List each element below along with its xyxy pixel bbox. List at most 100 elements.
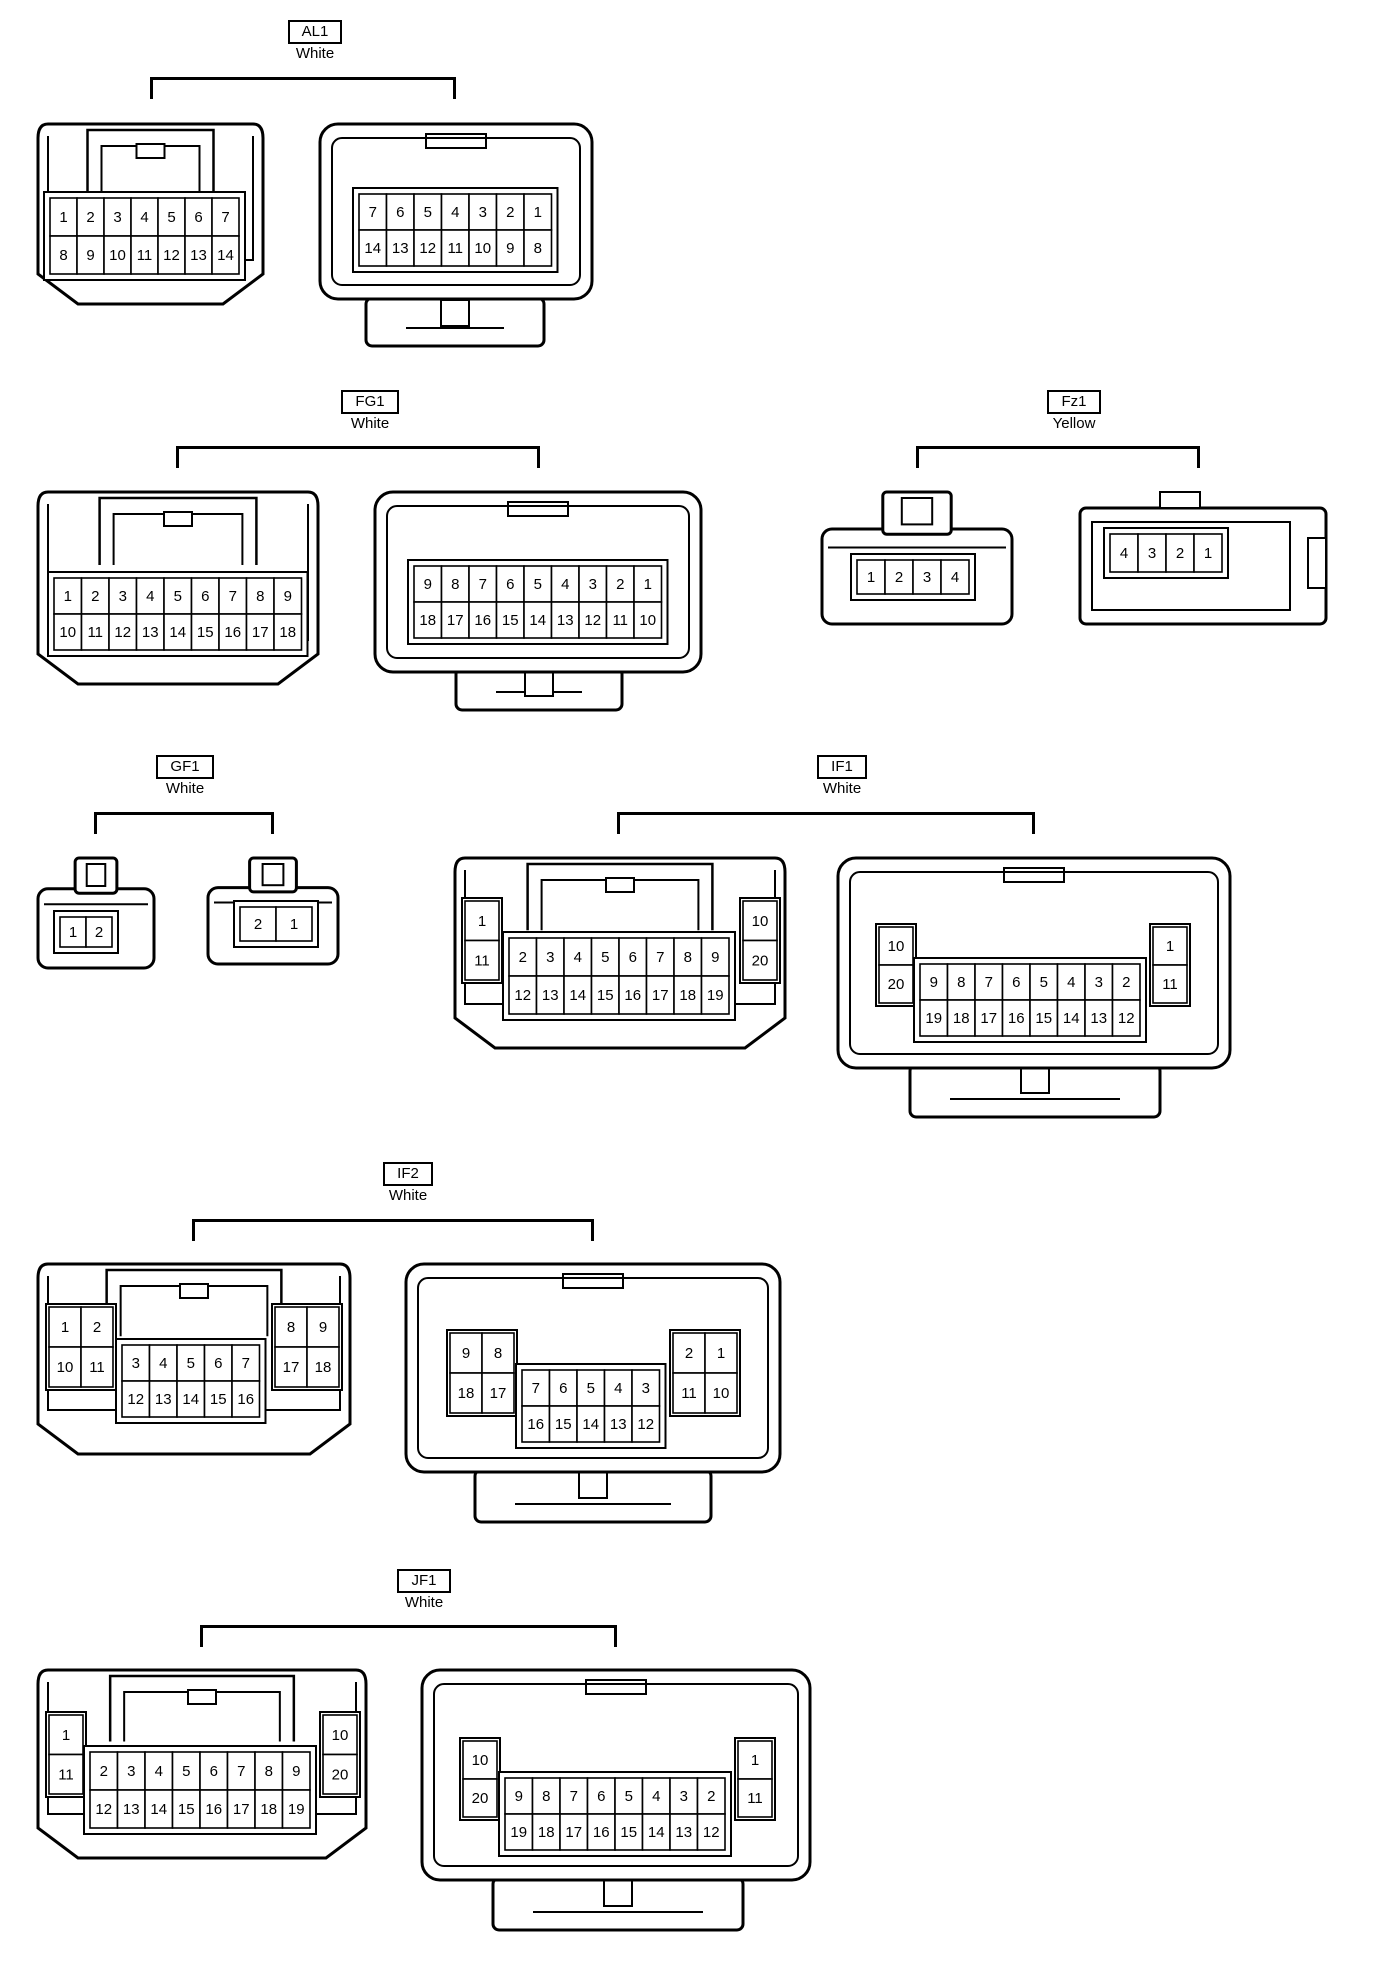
pin-cavity: 4 <box>135 577 165 615</box>
pin-cavity: 17 <box>440 601 470 639</box>
pin-number: 18 <box>419 612 436 629</box>
pin-cavity: 7 <box>974 963 1004 1001</box>
pin-cavity: 12 <box>1111 999 1141 1037</box>
pin-number: 6 <box>506 576 514 593</box>
pin-cavity-outline <box>203 1380 233 1418</box>
pin-number: 6 <box>559 1380 567 1397</box>
pin-cavity: 15 <box>495 601 525 639</box>
pin-number: 16 <box>624 987 641 1004</box>
pin-cavity: 6 <box>190 577 220 615</box>
pin-cavity-outline <box>199 1751 229 1791</box>
pin-cavity: 8 <box>531 1777 561 1815</box>
pin-cavity: 9 <box>413 565 443 603</box>
lock-tab <box>163 511 193 527</box>
pin-cavity-outline <box>1029 999 1059 1037</box>
pin-number: 2 <box>100 1763 108 1780</box>
connector-bracket <box>617 812 1035 834</box>
pin-cavity: 17 <box>481 1372 515 1414</box>
pin-number: 13 <box>123 1801 140 1818</box>
pin-cavity-outline <box>523 229 553 267</box>
pin-cavity: 12 <box>413 229 443 267</box>
lock-latch <box>86 128 215 193</box>
pin-cavity: 11 <box>605 601 635 639</box>
pin-cavity: 16 <box>521 1405 551 1443</box>
pin-cavity: 8 <box>49 235 78 275</box>
pin-number: 1 <box>59 209 67 226</box>
pin-cavity: 6 <box>1001 963 1031 1001</box>
connector-color: Yellow <box>1052 415 1096 432</box>
pin-number: 5 <box>167 209 175 226</box>
pin-cavity: 10 <box>468 229 498 267</box>
pin-number: 18 <box>279 624 296 641</box>
pin-number: 16 <box>593 1824 610 1841</box>
pin-cavity-outline <box>130 235 159 275</box>
lock-latch <box>526 862 714 931</box>
pin-number: 10 <box>639 612 656 629</box>
pin-cavity-outline <box>576 1369 606 1407</box>
pin-cavity: 3 <box>116 1751 146 1791</box>
lock-tab <box>187 1689 217 1705</box>
pin-number: 4 <box>146 588 154 605</box>
pin-number: 9 <box>711 949 719 966</box>
pin-cavity-outline <box>275 906 313 942</box>
pin-cavity-outline <box>550 565 580 603</box>
pin-cavity-outline <box>521 1369 551 1407</box>
pin-cavity-outline <box>449 1372 483 1414</box>
pin-number: 13 <box>610 1416 627 1433</box>
pin-number: 10 <box>713 1385 730 1402</box>
pin-cavity-outline <box>462 1740 498 1780</box>
pin-number: 7 <box>369 204 377 221</box>
pin-cavity-outline <box>1152 926 1188 966</box>
pin-number: 14 <box>569 987 586 1004</box>
pin-cavity: 2 <box>1111 963 1141 1001</box>
pin-number: 17 <box>980 1010 997 1027</box>
pin-number: 7 <box>570 1788 578 1805</box>
pin-number: 16 <box>205 1801 222 1818</box>
pin-cavity: 10 <box>53 613 83 651</box>
pin-cavity-outline <box>306 1306 340 1348</box>
top-key <box>507 501 569 517</box>
pin-cavity-outline <box>157 197 186 237</box>
pin-cavity: 10 <box>48 1346 82 1388</box>
pin-cavity: 6 <box>184 197 213 237</box>
pin-cavity-outline <box>563 975 593 1015</box>
pin-cavity: 1 <box>49 197 78 237</box>
pin-number: 6 <box>201 588 209 605</box>
pin-number: 3 <box>127 1763 135 1780</box>
pin-cavity: 6 <box>495 565 525 603</box>
pin-cavity: 4 <box>603 1369 633 1407</box>
pin-number: 2 <box>1122 974 1130 991</box>
pin-number: 5 <box>187 1355 195 1372</box>
pin-cavity-outline <box>184 197 213 237</box>
pin-cavity: 1 <box>59 916 87 948</box>
pin-cavity-outline <box>578 601 608 639</box>
pin-cavity: 17 <box>974 999 1004 1037</box>
pin-cavity: 9 <box>919 963 949 1001</box>
connector-color: White <box>822 780 862 797</box>
pin-cavity: 17 <box>226 1789 256 1829</box>
pin-number: 11 <box>1162 976 1178 993</box>
pin-cavity: 18 <box>306 1346 340 1388</box>
pin-number: 4 <box>451 204 459 221</box>
pin-number: 16 <box>237 1391 254 1408</box>
pin-cavity: 14 <box>523 601 553 639</box>
pin-cavity: 2 <box>85 916 113 948</box>
pin-cavity: 5 <box>157 197 186 237</box>
pin-cavity: 11 <box>737 1778 773 1818</box>
pin-cavity: 15 <box>548 1405 578 1443</box>
pin-cavity-outline <box>385 229 415 267</box>
pin-cavity: 8 <box>440 565 470 603</box>
pin-number: 18 <box>315 1359 332 1376</box>
pin-number: 10 <box>59 624 76 641</box>
pin-cavity-outline <box>281 1789 311 1829</box>
pin-cavity: 5 <box>523 565 553 603</box>
pin-cavity: 14 <box>563 975 593 1015</box>
pin-number: 3 <box>479 204 487 221</box>
pin-cavity: 2 <box>696 1777 726 1815</box>
pin-number: 18 <box>458 1385 475 1402</box>
pin-cavity: 1 <box>53 577 83 615</box>
